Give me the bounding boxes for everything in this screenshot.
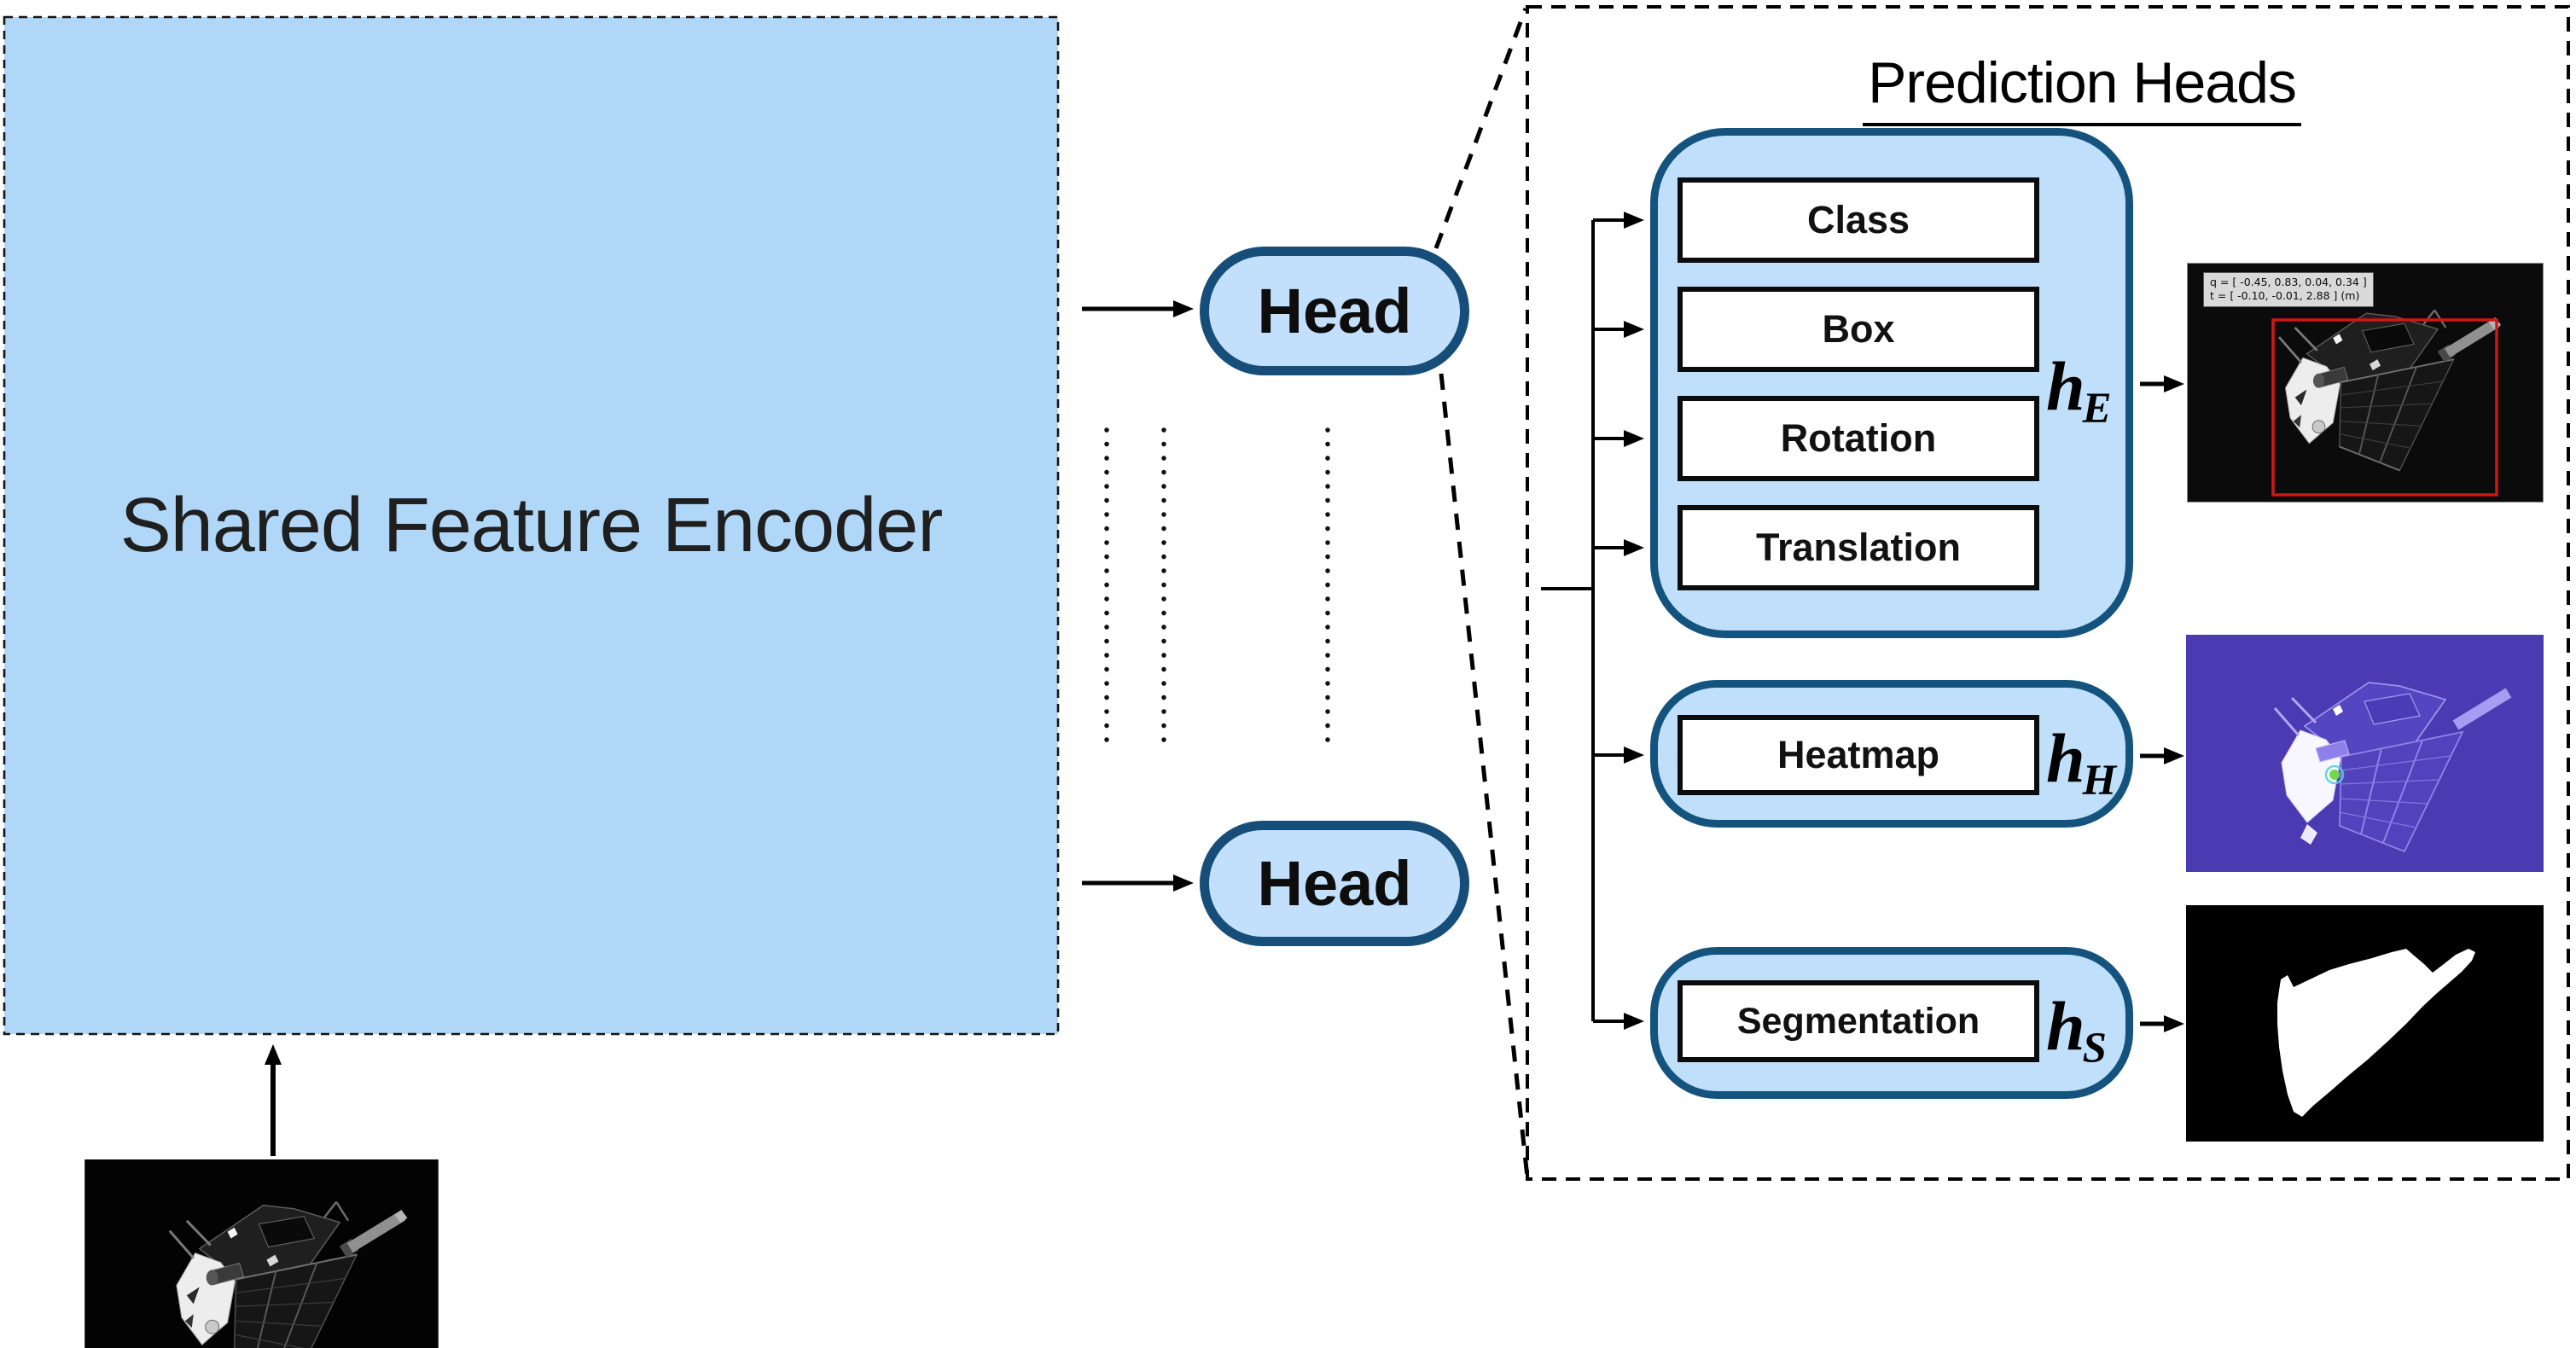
symbol-h-h-sub: H	[2082, 756, 2117, 805]
pose-values-overlay: q = [ -0.45, 0.83, 0.04, 0.34 ] t = [ -0…	[2203, 272, 2374, 307]
input-satellite-image	[84, 1159, 439, 1348]
symbol-h-s: hS	[2046, 991, 2107, 1070]
head-node-2-label: Head	[1257, 848, 1412, 919]
box-heatmap: Heatmap	[1678, 715, 2039, 795]
box-rotation: Rotation	[1678, 396, 2039, 481]
panel-title: Prediction Heads	[1579, 49, 2576, 126]
symbol-h-h: hH	[2046, 723, 2116, 802]
encoder-label-text: Shared Feature Encoder	[119, 482, 944, 568]
box-segmentation: Segmentation	[1678, 980, 2039, 1062]
symbol-h-e-base: h	[2046, 347, 2085, 425]
box-class-label: Class	[1806, 198, 1910, 241]
symbol-h-s-base: h	[2046, 987, 2085, 1065]
shared-feature-encoder-box	[3, 15, 1060, 1036]
symbol-h-h-base: h	[2046, 719, 2085, 797]
prediction-heads-panel-border	[1526, 5, 2570, 1181]
symbol-h-e: hE	[2046, 352, 2112, 430]
predicted-bounding-box	[2271, 318, 2498, 497]
symbol-h-e-sub: E	[2082, 384, 2112, 433]
symbol-h-s-sub: S	[2082, 1024, 2107, 1072]
encoder-label: Shared Feature Encoder	[4, 17, 1058, 1034]
box-translation: Translation	[1678, 505, 2039, 590]
head-node-1-label: Head	[1257, 276, 1412, 346]
box-box: Box	[1678, 287, 2039, 372]
box-segmentation-label: Segmentation	[1736, 1000, 1980, 1042]
head-node-2: Head	[1200, 821, 1469, 946]
translation-text: t = [ -0.10, -0.01, 2.88 ] (m)	[2210, 289, 2360, 303]
box-rotation-label: Rotation	[1780, 416, 1937, 460]
zoom-connector-bottom	[1439, 373, 1530, 1178]
box-class: Class	[1678, 177, 2039, 263]
box-box-label: Box	[1822, 307, 1895, 351]
zoom-connector-top	[1433, 8, 1528, 249]
heatmap-output-image	[2186, 635, 2544, 872]
segmentation-output-image	[2186, 905, 2544, 1142]
box-heatmap-label: Heatmap	[1776, 733, 1940, 776]
segmentation-mask	[2277, 949, 2475, 1117]
quaternion-text: q = [ -0.45, 0.83, 0.04, 0.34 ]	[2210, 276, 2367, 288]
panel-title-text: Prediction Heads	[1863, 49, 2301, 126]
head-node-1: Head	[1200, 247, 1469, 375]
pose-output-image: q = [ -0.45, 0.83, 0.04, 0.34 ] t = [ -0…	[2187, 263, 2544, 503]
box-translation-label: Translation	[1755, 526, 1962, 569]
